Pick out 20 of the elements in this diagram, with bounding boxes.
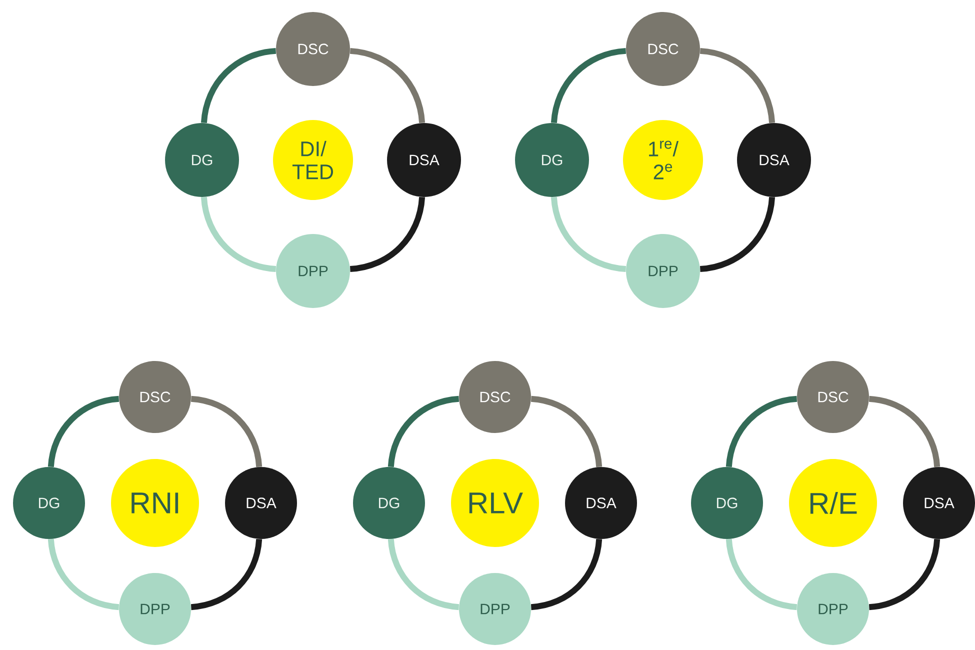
arc-connector (190, 396, 262, 468)
arc-connector (388, 396, 460, 468)
arc-connector (350, 48, 426, 124)
arc-connector (200, 48, 276, 124)
arc-connector (388, 538, 460, 610)
arc-connector (550, 196, 626, 272)
arc-connector (868, 538, 940, 610)
arc-connector (726, 396, 798, 468)
arc-connector (530, 396, 602, 468)
arc-connector (700, 196, 776, 272)
arc-connector (726, 538, 798, 610)
arc-connector (550, 48, 626, 124)
arc-connector (700, 48, 776, 124)
arc-connector (350, 196, 426, 272)
arc-connector (190, 538, 262, 610)
arc-connector (868, 396, 940, 468)
arc-connector (200, 196, 276, 272)
arc-connector (48, 538, 120, 610)
arc-connector (48, 396, 120, 468)
arc-connector (530, 538, 602, 610)
